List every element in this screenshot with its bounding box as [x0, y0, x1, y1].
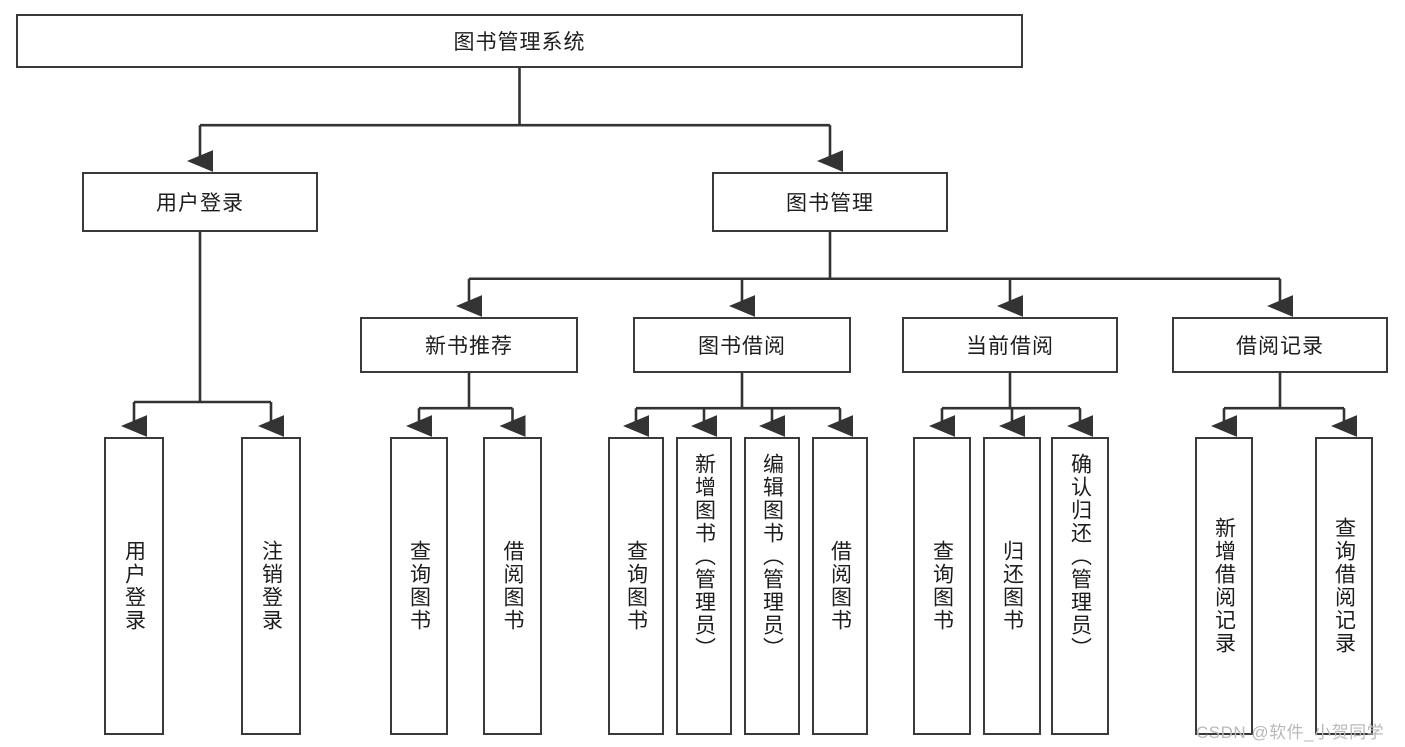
node-leaf-return-book-label: 归还图书 [1000, 540, 1024, 632]
node-leaf-query-book-2[interactable]: 查询图书 [608, 437, 664, 735]
node-leaf-confirm-return-label: 确认归还（管理员） [1068, 453, 1092, 660]
node-book-manage[interactable]: 图书管理 [712, 172, 948, 232]
node-current-borrow-label: 当前借阅 [966, 335, 1054, 358]
node-leaf-confirm-return[interactable]: 确认归还（管理员） [1051, 437, 1109, 735]
node-new-book-recommend-label: 新书推荐 [425, 335, 513, 358]
node-borrow-record-label: 借阅记录 [1236, 335, 1324, 358]
edge-paths [121, 68, 1357, 437]
node-new-book-recommend[interactable]: 新书推荐 [360, 317, 578, 373]
node-leaf-user-login[interactable]: 用户登录 [104, 437, 164, 735]
node-leaf-logout-label: 注销登录 [259, 540, 283, 632]
node-leaf-edit-book-label: 编辑图书（管理员） [760, 453, 784, 660]
node-leaf-borrow-book-1-label: 借阅图书 [501, 540, 524, 632]
node-leaf-query-book-3-label: 查询图书 [930, 540, 954, 632]
watermark-text: CSDN @软件_小贺同学 [1196, 723, 1385, 742]
node-leaf-user-login-label: 用户登录 [122, 540, 146, 632]
node-leaf-query-book-1[interactable]: 查询图书 [390, 437, 448, 735]
node-leaf-query-record[interactable]: 查询借阅记录 [1315, 437, 1373, 735]
node-leaf-query-book-3[interactable]: 查询图书 [913, 437, 971, 735]
node-root-label: 图书管理系统 [453, 31, 586, 54]
node-leaf-edit-book[interactable]: 编辑图书（管理员） [744, 437, 800, 735]
node-current-borrow[interactable]: 当前借阅 [902, 317, 1118, 373]
node-user-login-label: 用户登录 [156, 192, 244, 215]
node-leaf-logout[interactable]: 注销登录 [241, 437, 301, 735]
node-root[interactable]: 图书管理系统 [16, 14, 1023, 68]
node-leaf-query-book-1-label: 查询图书 [407, 540, 431, 632]
node-leaf-borrow-book-2-label: 借阅图书 [828, 540, 852, 632]
node-book-borrow[interactable]: 图书借阅 [633, 317, 851, 373]
node-leaf-borrow-book-2[interactable]: 借阅图书 [812, 437, 868, 735]
node-book-manage-label: 图书管理 [786, 192, 874, 215]
node-user-login[interactable]: 用户登录 [82, 172, 318, 232]
node-leaf-return-book[interactable]: 归还图书 [983, 437, 1041, 735]
node-leaf-query-book-2-label: 查询图书 [624, 540, 648, 632]
node-leaf-borrow-book-1[interactable]: 借阅图书 [483, 437, 542, 735]
node-book-borrow-label: 图书借阅 [698, 335, 786, 358]
node-leaf-add-record-label: 新增借阅记录 [1212, 517, 1236, 655]
node-leaf-add-book[interactable]: 新增图书（管理员） [676, 437, 732, 735]
node-borrow-record[interactable]: 借阅记录 [1172, 317, 1388, 373]
node-leaf-add-book-label: 新增图书（管理员） [692, 453, 716, 660]
node-leaf-add-record[interactable]: 新增借阅记录 [1195, 437, 1253, 735]
node-leaf-query-record-label: 查询借阅记录 [1332, 517, 1356, 655]
